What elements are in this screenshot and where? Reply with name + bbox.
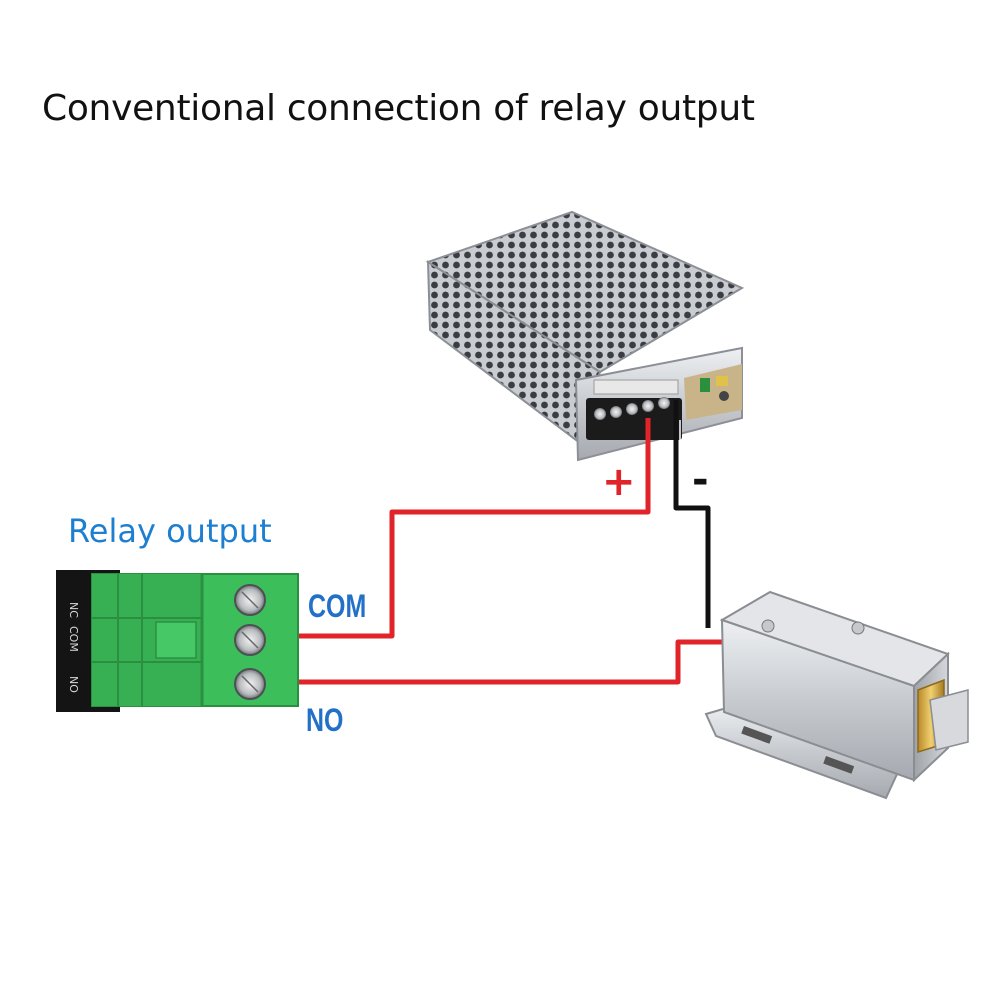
power-supply-pcb — [684, 364, 742, 420]
power-supply-side — [426, 260, 602, 442]
no-terminal-label: NO — [306, 702, 344, 738]
power-supply-terminal-strip — [586, 379, 682, 440]
relay-pin-nc: NC — [67, 602, 80, 618]
negative-polarity-label: - — [692, 457, 709, 503]
no-to-lock-wire — [290, 639, 722, 685]
relay-pin-com: COM — [67, 626, 80, 652]
positive-wire — [290, 418, 651, 639]
page-title: Conventional connection of relay output — [42, 88, 755, 129]
com-terminal-label: COM — [308, 588, 367, 624]
positive-polarity-label: + — [602, 459, 636, 505]
power-supply-icon — [425, 210, 745, 462]
terminal-block-icon: NC COM NO — [56, 570, 299, 712]
relay-pin-no: NO — [67, 676, 80, 693]
negative-wire — [673, 400, 711, 628]
relay-output-label: Relay output — [68, 512, 272, 550]
negative-wire-highlight — [679, 420, 713, 626]
electric-lock-icon — [704, 590, 969, 800]
